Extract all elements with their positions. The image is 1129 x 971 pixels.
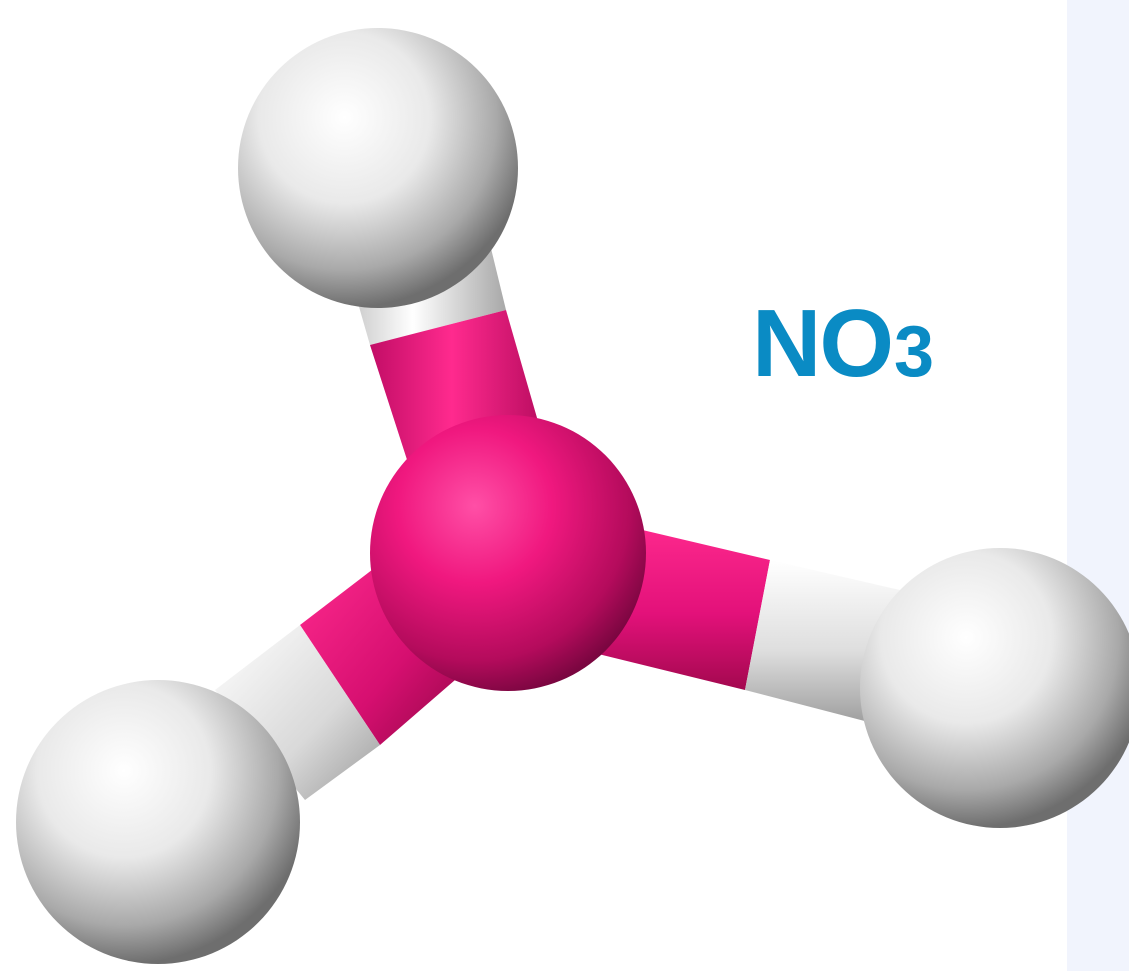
- formula-main: NO: [752, 290, 894, 397]
- top-atom: [238, 28, 518, 308]
- bond-bottom-left: [215, 560, 455, 800]
- central-atom: [370, 415, 646, 691]
- right-atom: [860, 548, 1129, 828]
- chemical-formula: NO3: [752, 296, 934, 392]
- formula-subscript: 3: [894, 312, 935, 392]
- bottom-left-atom: [16, 680, 300, 964]
- side-panel: [1067, 0, 1129, 971]
